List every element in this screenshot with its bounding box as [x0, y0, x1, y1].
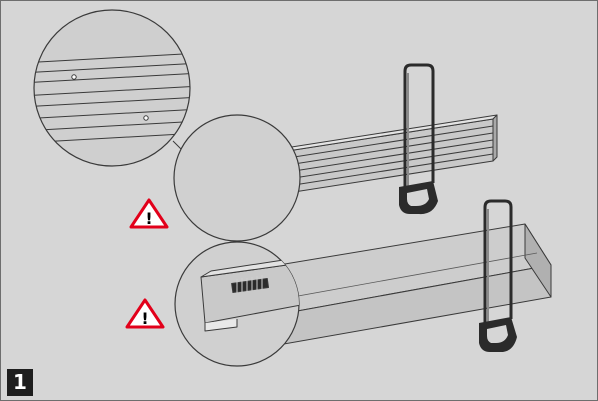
warning-icon-lower: !: [125, 298, 165, 329]
hacksaw-lower: [479, 199, 517, 353]
detail-zoom-upper: [33, 9, 191, 167]
detail-magnifier-upper: [172, 114, 301, 242]
hacksaw-upper: [399, 63, 438, 215]
step-number-badge: 1: [7, 369, 33, 396]
warning-symbol-upper: !: [145, 209, 152, 228]
warning-icon-upper: !: [129, 198, 169, 229]
detail-magnifier-lower: [174, 241, 300, 367]
warning-symbol-lower: !: [141, 309, 148, 328]
